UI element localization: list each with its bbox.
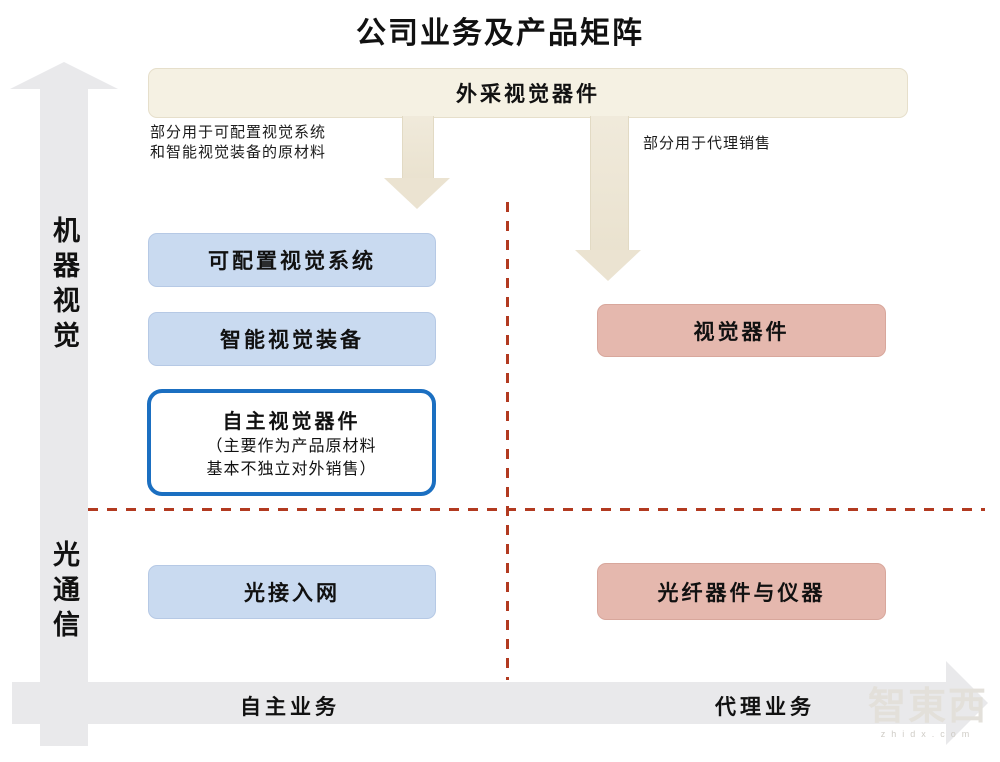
watermark-domain: zhidx.com <box>880 729 976 739</box>
flow-arrow-left-down-icon <box>384 178 450 209</box>
horizontal-dashed-divider <box>88 508 985 511</box>
flow-arrow-right-down-icon <box>575 250 641 281</box>
smart-vision-equipment-label: 智能视觉装备 <box>220 328 364 352</box>
x-axis-right-label: 代理业务 <box>715 695 815 719</box>
y-axis-shaft <box>40 88 88 746</box>
y-axis-upper-label: 机器视觉 <box>49 216 79 356</box>
self-vision-components-note-line2: 基本不独立对外销售） <box>206 461 377 478</box>
optical-access-network-label: 光接入网 <box>244 581 340 605</box>
fiber-components-instruments-box: 光纤器件与仪器 <box>597 563 886 620</box>
x-axis-arrow-right-icon <box>946 661 988 745</box>
configurable-vision-system-box: 可配置视觉系统 <box>148 233 436 287</box>
external-vision-components-label: 外采视觉器件 <box>456 82 600 106</box>
watermark-logo: 智東西 <box>867 686 988 728</box>
fiber-components-instruments-label: 光纤器件与仪器 <box>657 580 826 605</box>
x-axis-shaft <box>12 682 946 724</box>
vision-components-box: 视觉器件 <box>597 304 886 357</box>
vertical-dashed-divider <box>506 202 509 680</box>
self-vision-components-title: 自主视觉器件 <box>222 411 361 433</box>
self-vision-components-box: 自主视觉器件 （主要作为产品原材料 基本不独立对外销售） <box>147 389 436 496</box>
x-axis-left-label: 自主业务 <box>240 695 340 719</box>
watermark: 智東西 zhidx.com <box>860 686 996 739</box>
diagram-title: 公司业务及产品矩阵 <box>356 17 644 50</box>
flow-arrow-left-shaft <box>402 116 434 179</box>
external-vision-components-box: 外采视觉器件 <box>148 68 908 118</box>
flow-arrow-right-shaft <box>590 116 629 251</box>
y-axis-lower-label: 光通信 <box>49 540 79 645</box>
flow-annotation-left-line2: 和智能视觉装备的原材料 <box>150 145 327 161</box>
flow-annotation-left-line1: 部分用于可配置视觉系统 <box>150 125 327 141</box>
y-axis-arrow-up-icon <box>10 62 118 89</box>
flow-annotation-right: 部分用于代理销售 <box>643 136 772 152</box>
smart-vision-equipment-box: 智能视觉装备 <box>148 312 436 366</box>
configurable-vision-system-label: 可配置视觉系统 <box>208 249 376 273</box>
vision-components-label: 视觉器件 <box>693 319 790 344</box>
optical-access-network-box: 光接入网 <box>148 565 436 619</box>
self-vision-components-note-line1: （主要作为产品原材料 <box>206 438 377 455</box>
flow-annotation-left: 部分用于可配置视觉系统 和智能视觉装备的原材料 <box>150 123 326 163</box>
